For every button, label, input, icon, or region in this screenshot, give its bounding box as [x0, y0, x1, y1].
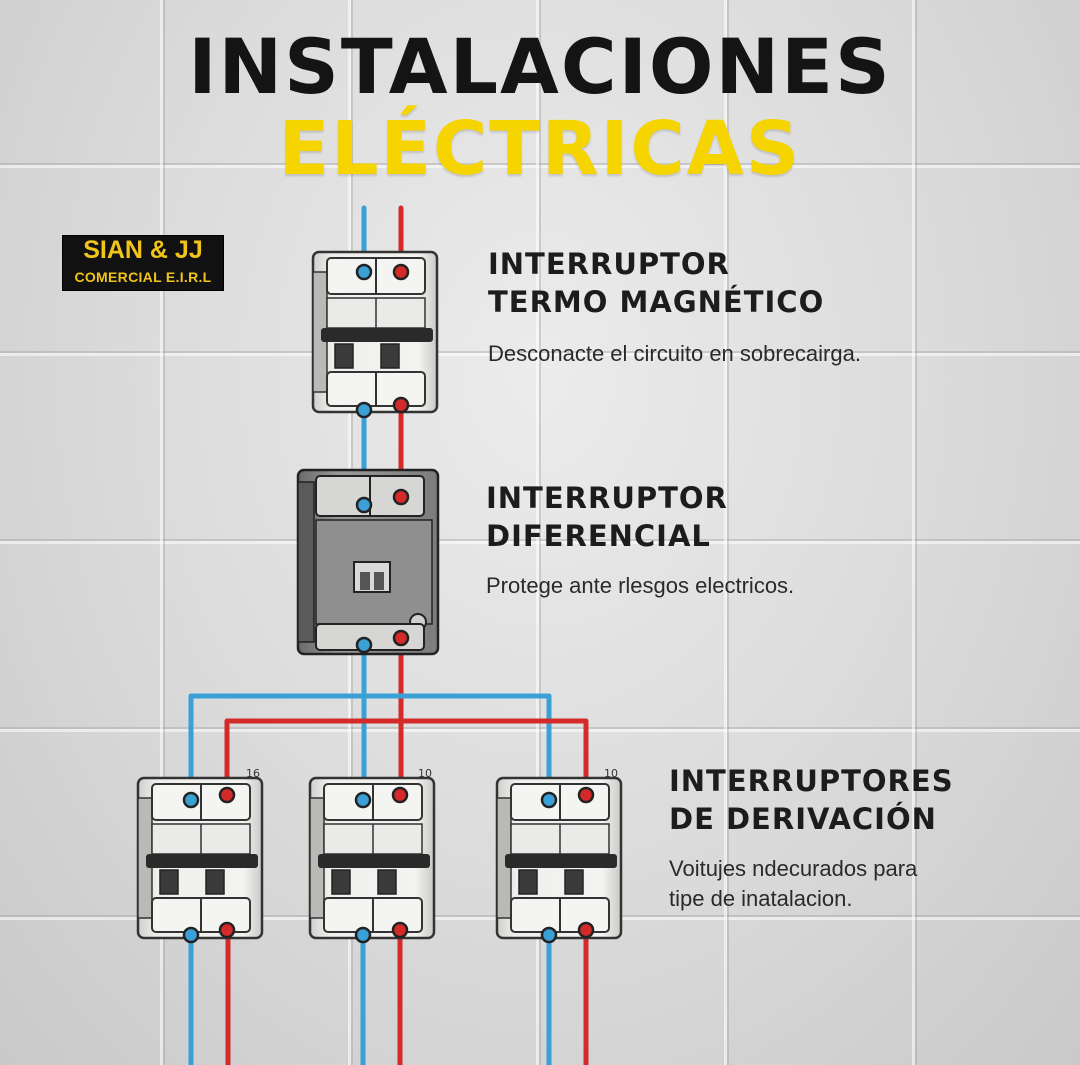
terminal-branch-3-top-blue	[540, 791, 558, 809]
breaker-termomagnetico	[311, 250, 439, 414]
terminal-branch-2-top-blue	[354, 791, 372, 809]
branch-heading-1: INTERRUPTORES	[669, 764, 954, 798]
wire-red-bus	[224, 718, 589, 798]
terminal-branch-3-bottom-blue	[540, 926, 558, 944]
terminal-branch-3-top-red	[577, 786, 595, 804]
breaker-diferencial	[296, 468, 440, 656]
branch-label-3: 10	[604, 767, 618, 780]
title-line-2: ELÉCTRICAS	[278, 106, 802, 192]
terminal-branch-3-bottom-red	[577, 921, 595, 939]
terminal-mcb-bottom-blue	[355, 401, 373, 419]
rcd-heading-2: DIFERENCIAL	[486, 519, 711, 553]
company-logo: SIAN & JJ COMERCIAL E.I.R.L	[62, 235, 224, 291]
component-label-mcb: INTERRUPTOR TERMO MAGNÉTICO Desconacte e…	[488, 245, 861, 369]
terminal-branch-1-bottom-blue	[182, 926, 200, 944]
terminal-rcd-bottom-red	[392, 629, 410, 647]
terminal-mcb-bottom-red	[392, 396, 410, 414]
branch-label-1: 16	[246, 767, 260, 780]
terminal-branch-2-bottom-red	[391, 921, 409, 939]
terminal-branch-2-top-red	[391, 786, 409, 804]
mcb-description: Desconacte el circuito en sobrecairga.	[488, 341, 861, 366]
terminal-rcd-top-blue	[355, 496, 373, 514]
component-label-branch: INTERRUPTORES DE DERIVACIÓN Voitujes nde…	[669, 762, 954, 914]
component-label-rcd: INTERRUPTOR DIFERENCIAL Protege ante rle…	[486, 479, 794, 601]
branch-description-1: Voitujes ndecurados para	[669, 856, 918, 881]
mcb-heading-2: TERMO MAGNÉTICO	[488, 285, 825, 319]
terminal-branch-1-top-red	[218, 786, 236, 804]
terminal-mcb-top-red	[392, 263, 410, 281]
branch-heading-2: DE DERIVACIÓN	[669, 802, 937, 836]
terminal-rcd-top-red	[392, 488, 410, 506]
logo-name: SIAN & JJ	[83, 236, 203, 264]
terminal-mcb-top-blue	[355, 263, 373, 281]
branch-label-2: 10	[418, 767, 432, 780]
breaker-derivacion-2	[308, 776, 436, 940]
terminal-rcd-bottom-blue	[355, 636, 373, 654]
mcb-heading-1: INTERRUPTOR	[488, 247, 730, 281]
terminal-branch-1-bottom-red	[218, 921, 236, 939]
rcd-description: Protege ante rlesgos electricos.	[486, 573, 795, 598]
logo-subtitle: COMERCIAL E.I.R.L	[74, 269, 212, 285]
wire-blue-bus	[188, 693, 552, 803]
rcd-heading-1: INTERRUPTOR	[486, 481, 728, 515]
branch-description-2: tipe de inatalacion.	[669, 886, 853, 911]
title-line-1: INSTALACIONES	[188, 22, 892, 111]
breaker-derivacion-3	[495, 776, 623, 940]
terminal-branch-1-top-blue	[182, 791, 200, 809]
terminal-branch-2-bottom-blue	[354, 926, 372, 944]
breaker-derivacion-1	[136, 776, 264, 940]
